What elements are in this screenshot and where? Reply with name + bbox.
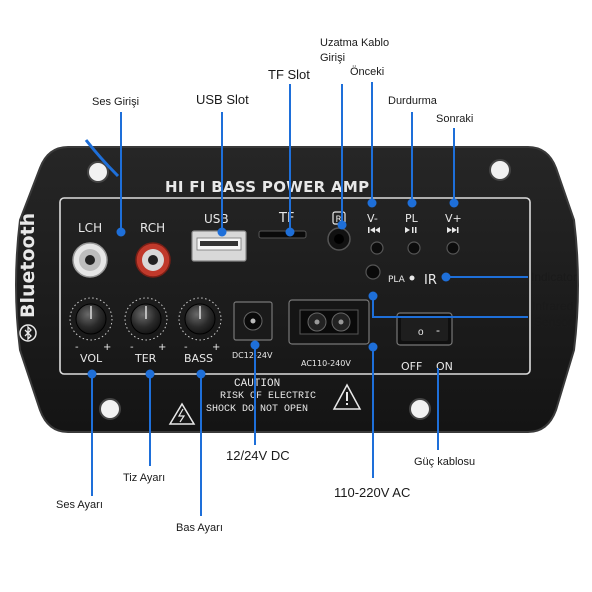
power-switch[interactable]: o - [396,312,453,346]
svg-text:R: R [336,215,342,225]
dc-jack[interactable] [233,301,273,341]
callout-tiz-ayari: Tiz Ayarı [123,472,165,484]
ac-inlet[interactable] [288,299,370,345]
knob-minus-plus-marks: - + - + - + [75,342,220,353]
usb-label: USB [204,212,229,226]
play-pause-icon [405,227,417,233]
panel-inner-frame [59,197,531,375]
rca-jack-lch[interactable] [72,242,108,278]
pause-button[interactable] [407,241,421,255]
svg-text:+: + [158,342,166,353]
callout-ac: 110-220V AC [334,485,410,500]
pause-button-label: PL [405,212,419,225]
knob-bass-label: BASS [184,352,213,365]
switch-on-label: ON [436,360,453,373]
svg-text:-: - [184,342,188,353]
next-button-label: V+ [445,212,462,225]
caution-line3: SHOCK DO NOT OPEN [206,404,308,415]
prev-icon [368,227,380,233]
knob-bass[interactable] [178,297,222,341]
callout-infrared-line1: Infrared [532,299,573,313]
prev-button-label: V- [367,212,378,225]
svg-text:-: - [75,342,79,353]
knob-ter-label: TER [134,352,157,365]
lch-label: LCH [78,221,102,235]
callout-indicator: Indicator [531,270,577,284]
mount-hole-bottom-left [99,398,121,420]
mount-hole-top-left [87,161,109,183]
knob-vol[interactable] [69,297,113,341]
callout-sonraki: Sonraki [436,113,473,125]
callout-uzatma-line1: Uzatma Kablo [320,37,389,49]
mount-hole-top-right [489,159,511,181]
callout-usb-slot: USB Slot [196,92,249,107]
usb-port[interactable] [191,230,247,262]
ir-label: IR [424,273,437,288]
knob-vol-label: VOL [80,352,103,365]
callout-guc: Güç kablosu [414,456,475,468]
switch-off-label: OFF [401,360,422,373]
warning-triangle-left [168,402,196,425]
next-icon [447,227,459,233]
pla-label: PLA [388,275,406,285]
dc-jack-label: DC12-24V [232,351,273,360]
next-button[interactable] [446,241,460,255]
bluetooth-icon [19,324,37,342]
infrared-sensor [365,264,381,280]
amplifier-panel: Bluetooth HI FI BASS POWER AMP LCH RCH U… [15,139,579,433]
callout-dc: 12/24V DC [226,448,290,463]
callout-infrared-line2: Sensor [534,315,572,329]
pointer-lines [91,82,528,516]
svg-text:-: - [436,323,440,337]
callout-onceki: Önceki [350,66,384,78]
caution-line2: RISK OF ELECTRIC [220,391,316,402]
callout-labels: Ses Girişi USB Slot TF Slot Uzatma Kablo… [56,37,577,534]
knob-ter[interactable] [124,297,168,341]
pointer-dots [87,198,459,379]
rch-label: RCH [140,221,165,235]
callout-tf-slot: TF Slot [268,67,310,82]
bluetooth-brand: Bluetooth [17,213,39,318]
panel-title: HI FI BASS POWER AMP [165,178,369,196]
mount-hole-bottom-right [409,398,431,420]
tf-card-slot[interactable] [258,230,307,239]
callout-bas-ayari: Bas Ayarı [176,522,223,534]
svg-text:-: - [130,342,134,353]
antenna-wire [84,139,120,178]
svg-text:+: + [212,342,220,353]
panel-body [15,146,579,433]
aux-jack[interactable] [327,227,351,251]
callout-ses-girisi: Ses Girişi [92,96,139,108]
caution-line1: CAUTION [234,378,280,390]
callout-durdurma: Durdurma [388,95,438,107]
tf-label: TF [278,211,294,226]
rca-jack-rch[interactable] [135,242,171,278]
svg-text:o: o [418,327,424,338]
callout-uzatma-line2: Girişi [320,52,345,64]
pla-led [409,275,415,281]
bluetooth-brand-text: Bluetooth [17,213,39,318]
callout-ses-ayari: Ses Ayarı [56,499,103,511]
warning-triangle-right [332,383,362,410]
svg-text:+: + [103,342,111,353]
pointer-infrared [372,296,528,318]
prev-button[interactable] [370,241,384,255]
ac-inlet-label: AC110-240V [301,359,351,368]
